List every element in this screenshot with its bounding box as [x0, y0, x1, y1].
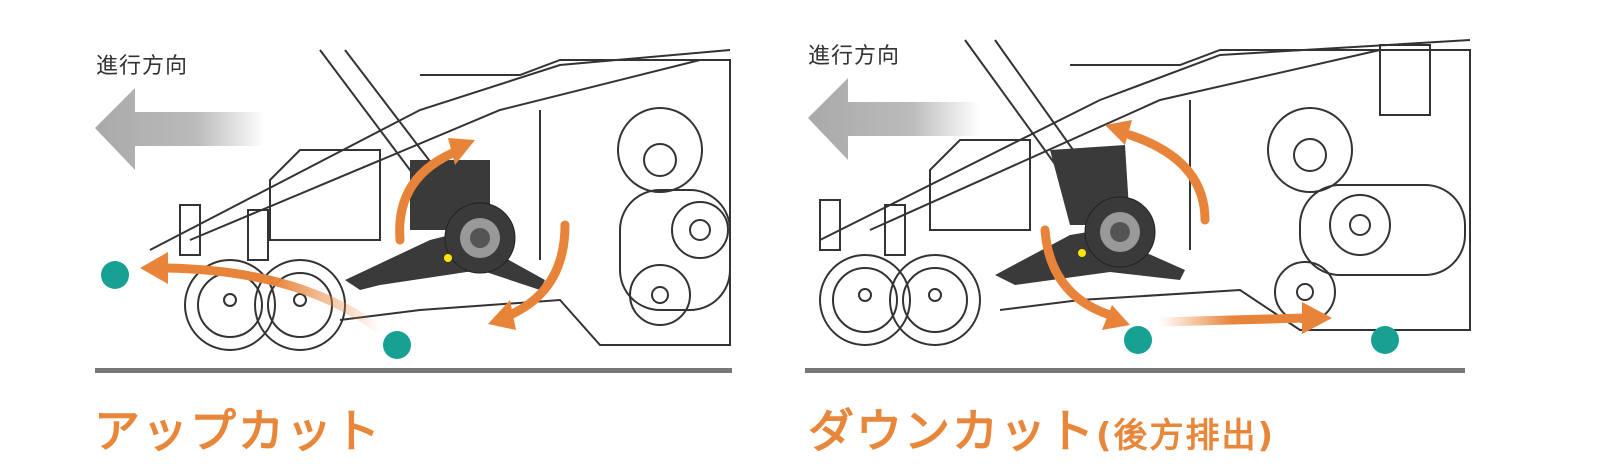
downcut-panel: 進行方向 ダウンカット(後方排出)	[780, 0, 1600, 471]
direction-arrow-icon	[808, 78, 980, 160]
downcut-diagram	[805, 39, 1471, 373]
throw-arrow-icon	[1159, 302, 1332, 334]
rotor-blade	[995, 145, 1185, 285]
mower-machine-outline	[149, 49, 731, 351]
rotation-arrow-icon	[395, 145, 570, 320]
clipping-dot	[1124, 326, 1152, 354]
direction-label: 進行方向	[808, 44, 901, 69]
ground-line	[95, 368, 732, 373]
panel-title-sub: (後方排出)	[1096, 416, 1276, 456]
upcut-diagram	[95, 49, 732, 373]
ground-line	[805, 368, 1465, 373]
clipping-dot	[101, 261, 129, 289]
clipping-dot	[1371, 326, 1399, 354]
upcut-panel: 進行方向 アップカット	[0, 0, 780, 471]
mower-machine-outline	[819, 39, 1471, 346]
panel-title: ダウンカット(後方排出)	[808, 395, 1275, 461]
rotation-arrow-icon	[1040, 130, 1210, 320]
panel-title-main: ダウンカット	[808, 404, 1096, 458]
clipping-dot	[383, 331, 411, 359]
direction-label: 進行方向	[96, 54, 189, 79]
rotor-blade	[345, 160, 545, 290]
panel-title: アップカット	[94, 404, 382, 458]
throw-arrow-icon	[140, 252, 383, 334]
direction-arrow-icon	[95, 88, 265, 170]
